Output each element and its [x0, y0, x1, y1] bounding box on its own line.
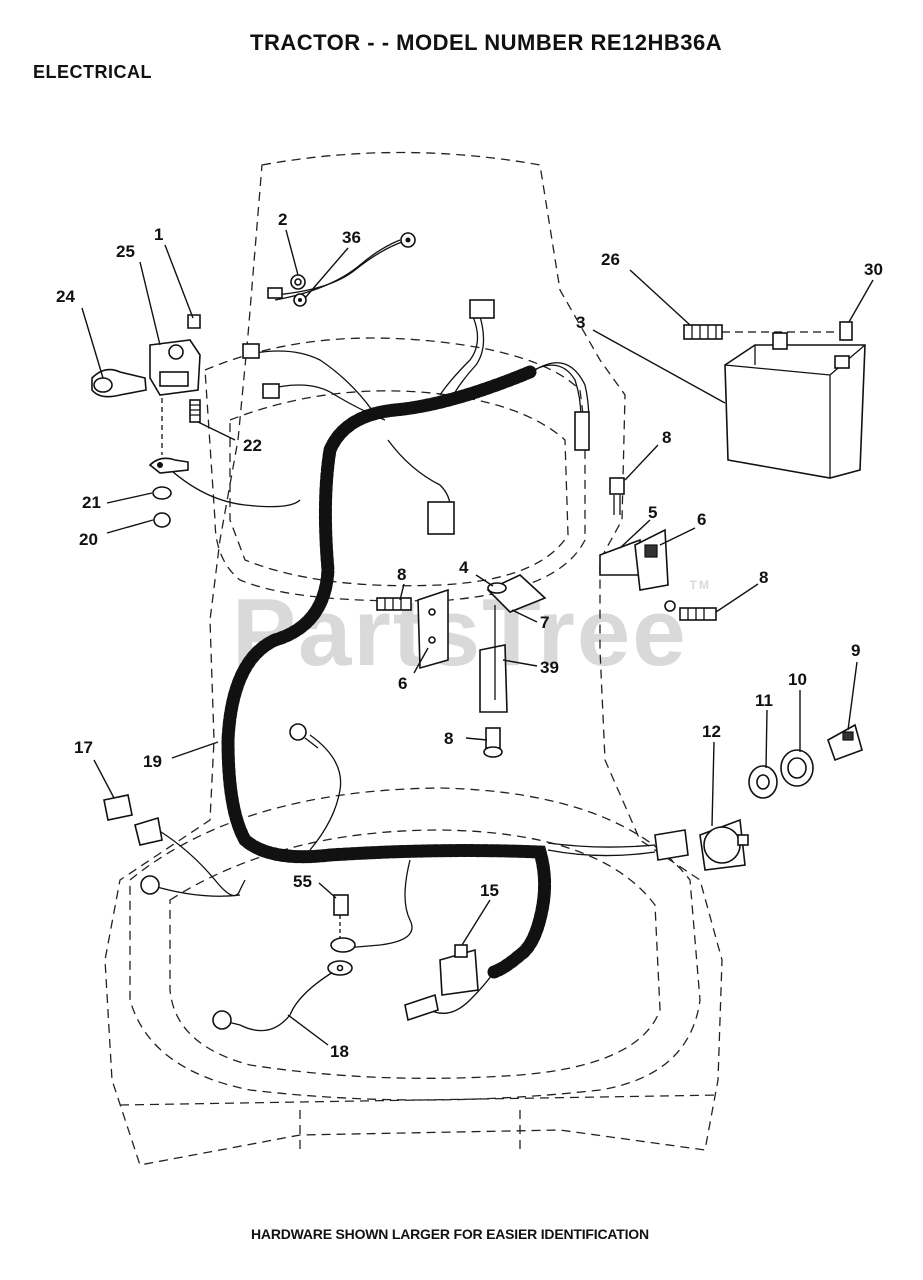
diagram-title: TRACTOR - - MODEL NUMBER RE12HB36A — [250, 30, 723, 55]
callout-36: 36 — [342, 228, 361, 247]
callout-12: 12 — [702, 722, 721, 741]
callout-20: 20 — [79, 530, 98, 549]
callout-24: 24 — [56, 287, 75, 306]
seat-switch-and-ground — [212, 894, 479, 1030]
callout-8-left: 8 — [397, 565, 406, 584]
ignition-switch-assembly — [654, 723, 863, 871]
callout-7: 7 — [540, 613, 549, 632]
callout-55: 55 — [293, 872, 312, 891]
callout-15: 15 — [480, 881, 499, 900]
battery — [683, 321, 866, 479]
callout-6-left: 6 — [398, 674, 407, 693]
callout-leaders — [81, 229, 874, 1046]
ground-wire-2 — [267, 232, 416, 307]
callout-18: 18 — [330, 1042, 349, 1061]
callout-19: 19 — [143, 752, 162, 771]
harness-connectors — [103, 299, 590, 895]
tractor-outline — [104, 151, 723, 1166]
callout-30: 30 — [864, 260, 883, 279]
callout-10: 10 — [788, 670, 807, 689]
callout-9: 9 — [851, 641, 860, 660]
callout-21: 21 — [82, 493, 101, 512]
callout-22: 22 — [243, 436, 262, 455]
callout-26: 26 — [601, 250, 620, 269]
callout-17: 17 — [74, 738, 93, 757]
callout-39: 39 — [540, 658, 559, 677]
callout-3: 3 — [576, 313, 585, 332]
wiring-harness-coil — [221, 365, 552, 979]
callout-2: 2 — [278, 210, 287, 229]
callout-6-right: 6 — [697, 510, 706, 529]
callout-1: 1 — [154, 225, 163, 244]
pto-switch-brackets — [376, 574, 547, 758]
callout-5: 5 — [648, 503, 657, 522]
solenoid-assembly — [91, 314, 201, 528]
footer-note: HARDWARE SHOWN LARGER FOR EASIER IDENTIF… — [251, 1226, 649, 1242]
callout-11: 11 — [755, 691, 773, 710]
callout-8-top: 8 — [662, 428, 671, 447]
callout-4: 4 — [459, 558, 469, 577]
loose-wires — [149, 239, 656, 1032]
callout-8-right: 8 — [759, 568, 768, 587]
callout-25: 25 — [116, 242, 135, 261]
seat-switch-brackets — [599, 477, 717, 621]
section-title: ELECTRICAL — [33, 62, 152, 82]
callout-labels: 1 25 24 2 36 22 21 20 26 30 3 8 5 6 8 8 … — [56, 210, 883, 1061]
callout-8-bottom: 8 — [444, 729, 453, 748]
